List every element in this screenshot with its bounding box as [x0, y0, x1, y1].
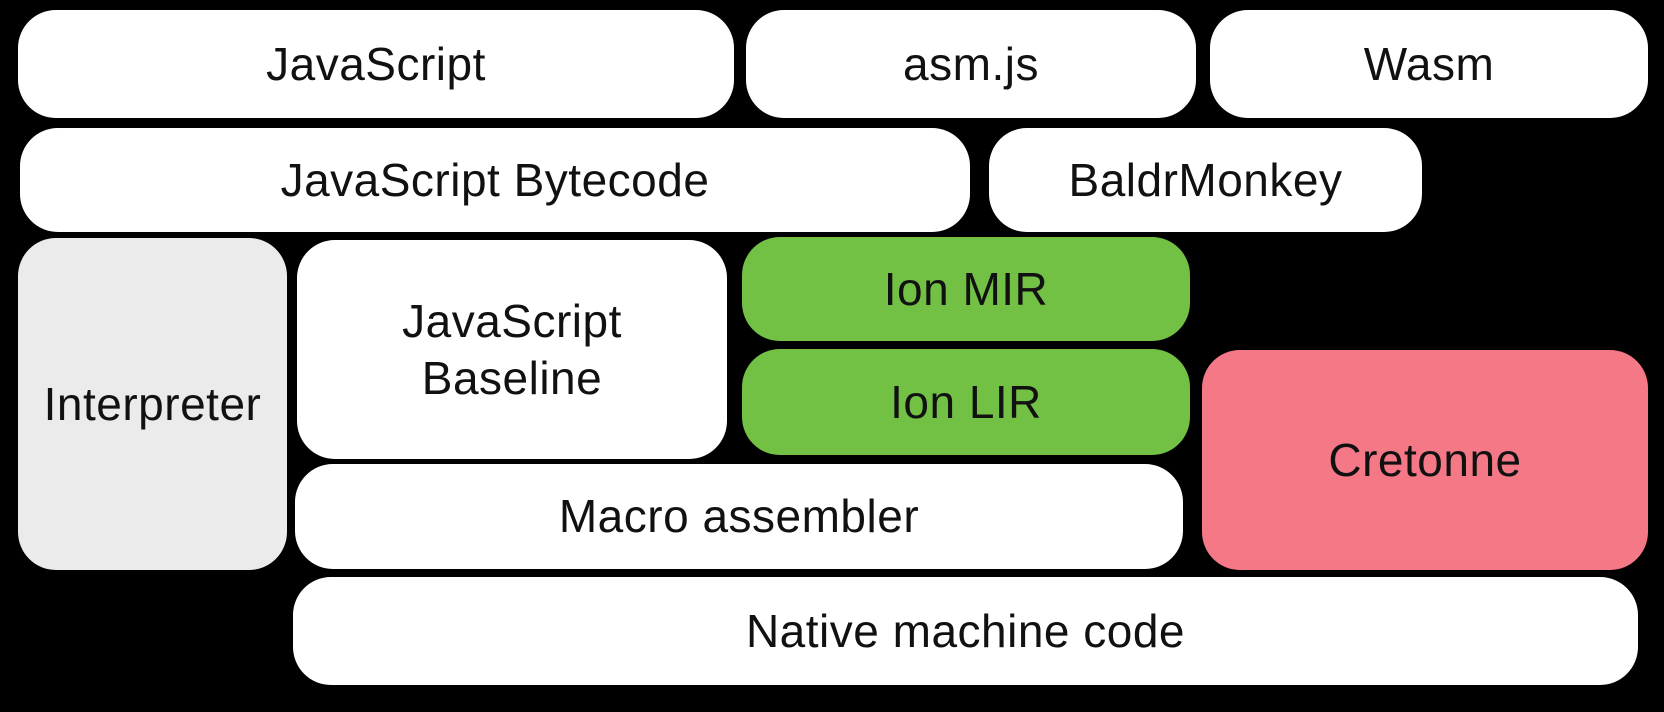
box-javascript: JavaScript [18, 10, 734, 118]
box-ion-mir-label: Ion MIR [883, 262, 1049, 315]
box-native-machine-code-label: Native machine code [745, 604, 1186, 657]
box-ion-lir: Ion LIR [742, 349, 1190, 455]
box-macro-assembler: Macro assembler [295, 464, 1183, 569]
box-javascript-bytecode: JavaScript Bytecode [20, 128, 970, 232]
box-interpreter-label: Interpreter [43, 377, 262, 430]
box-native-machine-code: Native machine code [293, 577, 1638, 685]
box-ion-lir-label: Ion LIR [890, 375, 1042, 428]
box-javascript-bytecode-label: JavaScript Bytecode [280, 153, 710, 206]
box-cretonne-label: Cretonne [1328, 433, 1522, 486]
box-javascript-label: JavaScript [266, 37, 486, 90]
box-wasm: Wasm [1210, 10, 1648, 118]
box-baldrmonkey: BaldrMonkey [989, 128, 1422, 232]
box-javascript-baseline-label: JavaScript Baseline [402, 295, 622, 404]
box-asmjs-label: asm.js [903, 37, 1039, 90]
box-ion-mir: Ion MIR [742, 237, 1190, 341]
box-interpreter: Interpreter [18, 238, 287, 570]
box-cretonne: Cretonne [1202, 350, 1648, 570]
box-asmjs: asm.js [746, 10, 1196, 118]
box-baldrmonkey-label: BaldrMonkey [1068, 153, 1343, 206]
box-wasm-label: Wasm [1363, 37, 1495, 90]
box-javascript-baseline: JavaScript Baseline [297, 240, 727, 459]
box-macro-assembler-label: Macro assembler [558, 490, 920, 543]
